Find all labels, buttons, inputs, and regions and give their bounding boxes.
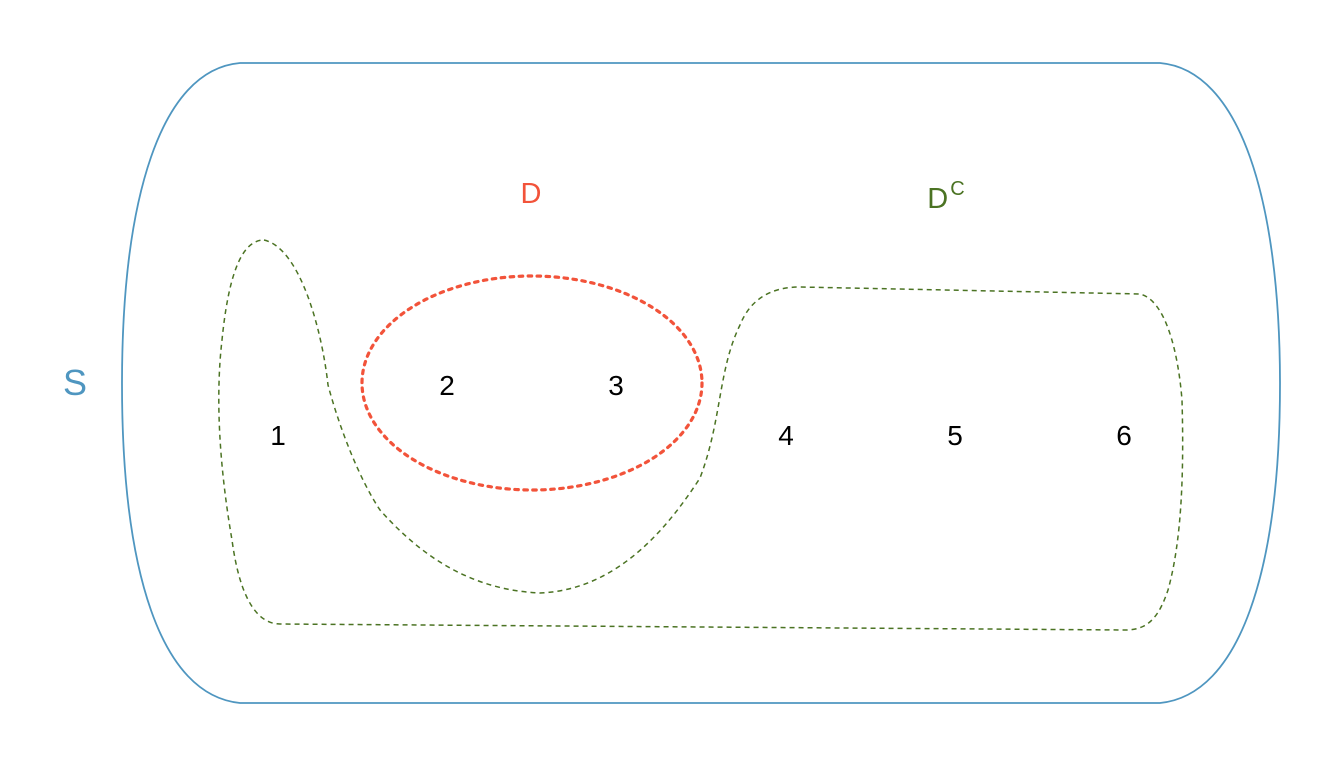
outcome-1: 1	[270, 420, 286, 451]
complement-region-boundary	[218, 239, 1184, 631]
event-d-label: D	[521, 178, 542, 210]
outcome-2: 2	[439, 370, 455, 401]
event-d-boundary	[360, 274, 704, 492]
sample-space-boundary	[121, 62, 1281, 704]
outcome-5: 5	[947, 420, 963, 451]
outcome-6: 6	[1116, 420, 1132, 451]
complement-label-superscript: C	[950, 178, 964, 200]
sample-space-label: S	[63, 362, 87, 403]
outcome-3: 3	[608, 370, 624, 401]
complement-label-base: D	[927, 183, 948, 215]
outcome-4: 4	[778, 420, 794, 451]
